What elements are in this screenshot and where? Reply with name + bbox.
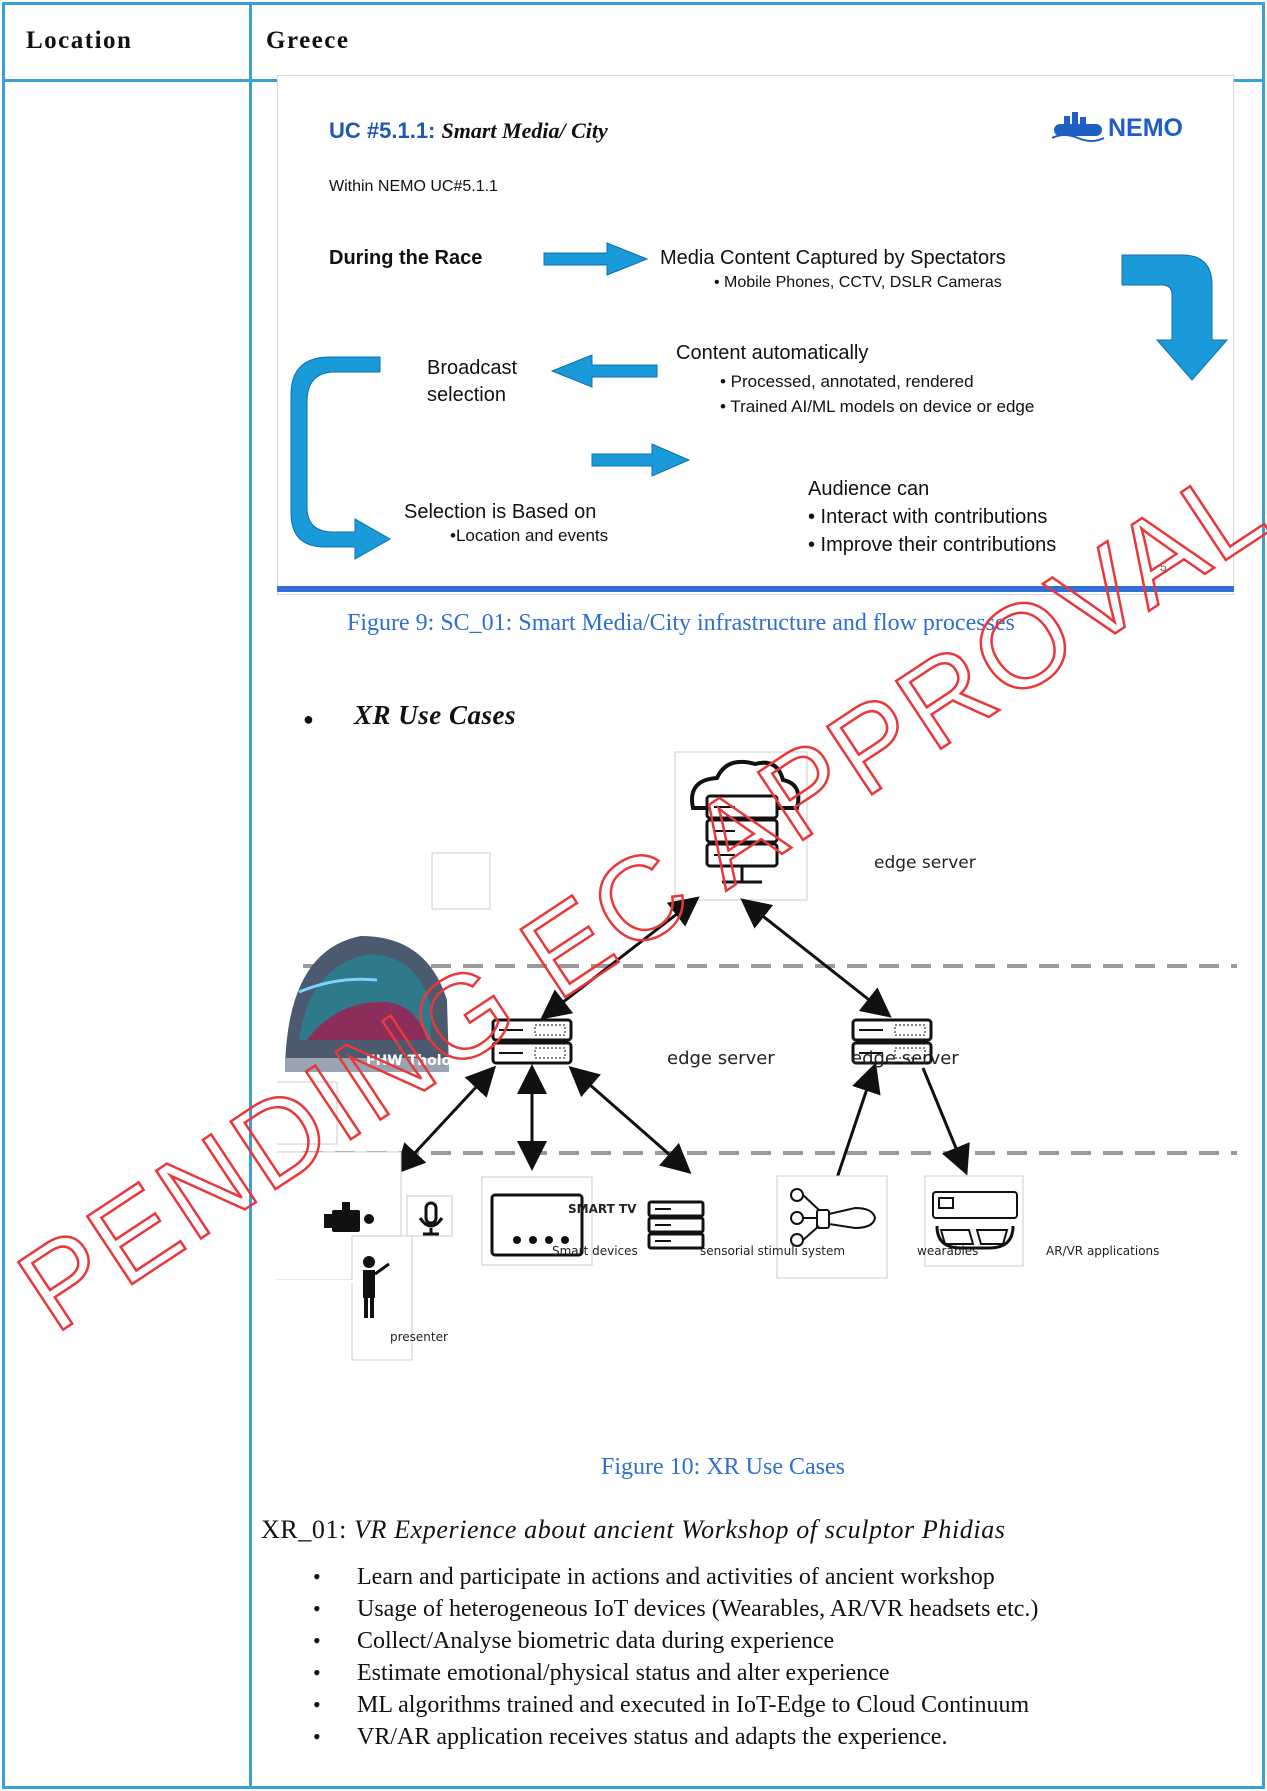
table-header-row	[5, 5, 1262, 82]
list-item: Collect/Analyse biometric data during ex…	[305, 1625, 1038, 1657]
section-title: XR Use Cases	[354, 700, 517, 730]
wearables-label: wearables	[917, 1244, 979, 1258]
content-auto-label: Content automatically	[676, 342, 869, 364]
vr-headset-icon	[932, 1191, 1018, 1250]
sensorial-server-icon	[647, 1200, 705, 1250]
nemo-logo-text: NEMO	[1108, 114, 1183, 142]
arrow-right-icon	[543, 242, 649, 276]
slide-title-italic: Smart Media/ City	[441, 118, 608, 143]
list-item: Usage of heterogeneous IoT devices (Wear…	[305, 1593, 1038, 1625]
content-bullet-1: • Processed, annotated, rendered	[720, 372, 974, 391]
xr01-heading: XR_01: VR Experience about ancient Works…	[261, 1515, 1006, 1545]
selection-label-2: •Location and events	[450, 526, 609, 545]
audience-label-1: Audience can	[808, 478, 930, 500]
content-bullet-2: • Trained AI/ML models on device or edge	[720, 397, 1035, 416]
slide-title: UC #5.1.1: Smart Media/ City	[329, 118, 608, 144]
section-bullet-icon: ●	[303, 709, 314, 729]
audience-label-2: • Interact with contributions	[808, 506, 1048, 528]
slide-title-prefix: UC #5.1.1:	[329, 118, 436, 143]
right-server-label: edge server	[851, 1048, 959, 1069]
sensorial-label: sensorial stimuli system	[700, 1244, 846, 1258]
xr01-title: VR Experience about ancient Workshop of …	[354, 1515, 1006, 1544]
media-content-label: Media Content Captured by Spectators	[660, 247, 1006, 269]
arvr-label: AR/VR applications	[1046, 1244, 1160, 1258]
arrow-right-icon	[591, 443, 691, 477]
cloud-server-icon	[674, 751, 808, 901]
header-location: Location	[26, 27, 133, 54]
video-camera-icon	[324, 1202, 374, 1232]
figure10-caption: Figure 10: XR Use Cases	[601, 1454, 845, 1480]
microphone-icon	[418, 1201, 444, 1236]
presenter-icon	[363, 1256, 390, 1318]
broadcast-label-1: Broadcast	[427, 357, 518, 379]
tholos-image	[277, 852, 491, 1145]
slide-flow-arrows	[290, 242, 1229, 560]
smart-devices-label: Smart devices	[552, 1244, 638, 1258]
list-item: ML algorithms trained and executed in Io…	[305, 1689, 1038, 1721]
during-race-label: During the Race	[329, 247, 483, 269]
uc-slide	[277, 75, 1234, 595]
top-server-label: edge server	[874, 853, 976, 873]
slide-bottom-bar	[277, 586, 1234, 592]
xr01-bullet-list: Learn and participate in actions and act…	[305, 1561, 1038, 1753]
server-icon	[491, 1018, 573, 1065]
smart-tv-label: SMART TV	[568, 1202, 637, 1216]
header-country: Greece	[266, 27, 350, 54]
column-divider	[249, 5, 252, 1786]
broadcast-label-2: selection	[427, 384, 506, 406]
wearables-frame	[776, 1175, 888, 1279]
list-item: VR/AR application receives status and ad…	[305, 1721, 1038, 1753]
xr-diagram	[277, 751, 1237, 1361]
selection-label-1: Selection is Based on	[404, 501, 597, 523]
server-icon	[851, 1018, 933, 1065]
slide-intro: Within NEMO UC#5.1.1	[329, 178, 498, 195]
list-item: Estimate emotional/physical status and a…	[305, 1657, 1038, 1689]
figure9-caption: Figure 9: SC_01: Smart Media/City infras…	[347, 610, 1015, 636]
presenter-label: presenter	[390, 1330, 448, 1344]
arrow-curve-right-icon	[290, 356, 392, 560]
arrow-left-icon	[550, 354, 658, 388]
audience-label-3: • Improve their contributions	[808, 534, 1057, 556]
smart-tv-icon	[490, 1193, 584, 1257]
presenter-group	[277, 1151, 453, 1361]
list-item: Learn and participate in actions and act…	[305, 1561, 1038, 1593]
arrow-curve-down-icon	[1121, 254, 1229, 381]
nemo-logo-icon	[1051, 112, 1105, 142]
wearable-hand-icon	[790, 1188, 877, 1247]
xr01-id: XR_01:	[261, 1515, 355, 1544]
left-server-label: edge server	[667, 1048, 775, 1069]
slide-page-number: 5	[1160, 560, 1167, 574]
media-devices-label: • Mobile Phones, CCTV, DSLR Cameras	[714, 274, 1002, 291]
tholos-label: FHW Tholos	[366, 1053, 460, 1069]
